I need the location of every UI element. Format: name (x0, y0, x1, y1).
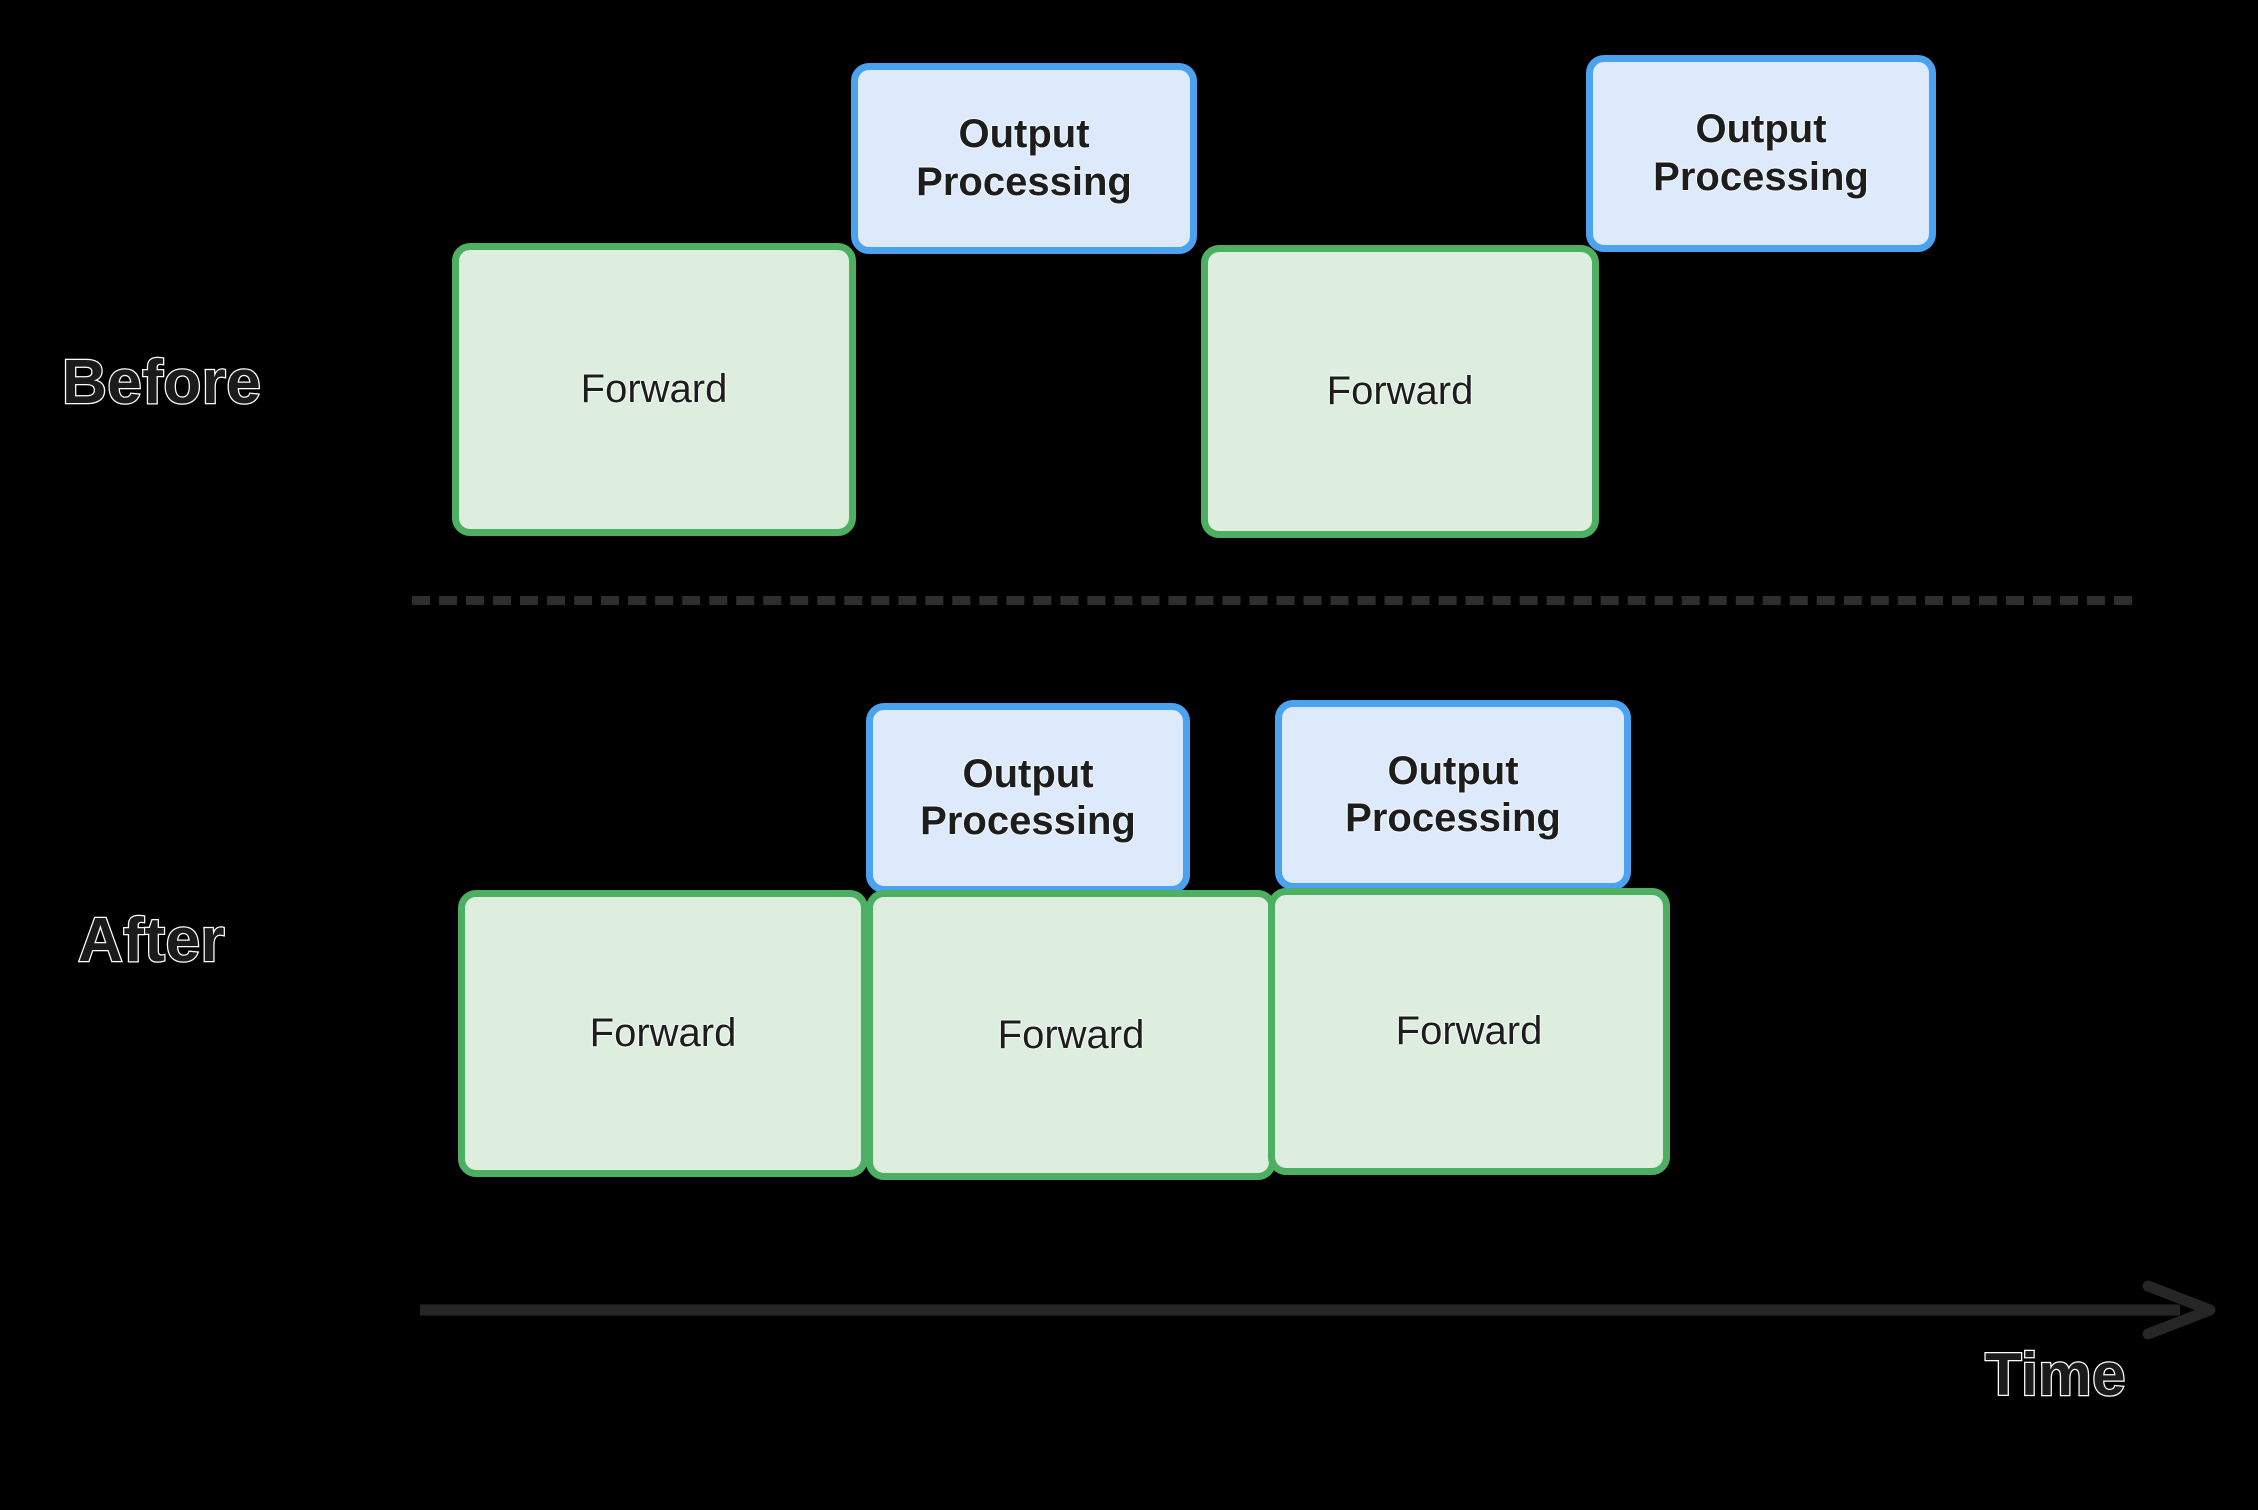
box-text-line1: Output (1387, 748, 1519, 793)
after-output-processing-1: Output Processing (866, 703, 1190, 893)
box-text: Forward (589, 1011, 737, 1055)
section-divider (412, 596, 2132, 605)
box-text-line2: Processing (920, 799, 1136, 843)
box-text: Output Processing (906, 111, 1142, 205)
row-label-after: After (77, 906, 226, 975)
before-forward-1: Forward (452, 243, 856, 536)
box-text-line1: Output (962, 751, 1094, 796)
box-text: Forward (997, 1012, 1145, 1057)
box-text-line1: Output (958, 112, 1090, 157)
box-text-line1: Output (1695, 107, 1827, 152)
before-output-processing-2: Output Processing (1586, 55, 1936, 252)
box-text: Output Processing (910, 751, 1146, 845)
after-forward-3: Forward (1268, 888, 1670, 1175)
box-text: Forward (1395, 1009, 1543, 1053)
box-text-line2: Processing (1653, 154, 1869, 199)
after-forward-1: Forward (458, 890, 868, 1177)
time-axis-label: Time (1984, 1341, 2127, 1408)
before-output-processing-1: Output Processing (851, 63, 1197, 254)
after-output-processing-2: Output Processing (1275, 700, 1631, 890)
box-text-line2: Processing (916, 159, 1132, 204)
box-text: Forward (1326, 369, 1474, 413)
box-text: Output Processing (1335, 748, 1571, 842)
before-forward-2: Forward (1201, 245, 1599, 538)
box-text: Output Processing (1643, 106, 1879, 200)
after-forward-2: Forward (866, 890, 1276, 1180)
box-text: Forward (580, 367, 728, 411)
box-text-line2: Processing (1345, 796, 1561, 840)
row-label-before: Before (61, 348, 262, 417)
arrow-right-icon (420, 1280, 2216, 1340)
